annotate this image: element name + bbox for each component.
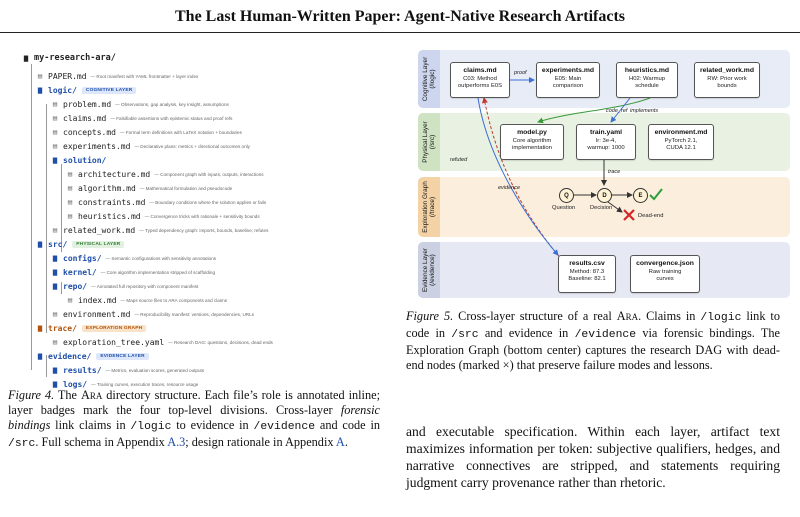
implements-arrow <box>610 97 631 123</box>
proof-label: proof <box>514 70 527 76</box>
tree-dir-results: ▆ results/ — Metrics, evaluation scores,… <box>52 365 205 375</box>
file-icon: ▤ <box>52 114 58 122</box>
file-icon: ▤ <box>52 100 58 108</box>
check-icon <box>649 188 663 201</box>
implements-label: implements <box>630 108 659 114</box>
tree-connector <box>46 323 47 333</box>
code-ref-arrow <box>537 97 651 124</box>
tree-connector <box>61 164 62 252</box>
dead-end-label: Dead-end <box>638 213 664 219</box>
figure-4-caption: Figure 4. The Ara directory structure. E… <box>8 388 381 450</box>
d-to-deadend-arrow <box>607 201 623 213</box>
tree-dir-src: ▆ src/ PHYSICAL LAYER <box>36 238 125 250</box>
evidence-arrow <box>477 97 559 256</box>
physical-layer-badge: PHYSICAL LAYER <box>72 240 125 248</box>
tree-item-index: ▤ index.md — Maps source files to ARA co… <box>67 295 228 305</box>
trace-node-decision: D <box>597 188 612 203</box>
tree-connector <box>46 355 47 377</box>
tree-item-problem: ▤ problem.md — Observations, gap analysi… <box>52 99 229 109</box>
tree-item-algorithm: ▤ algorithm.md — Mathematical formulatio… <box>67 183 233 193</box>
tree-item-experiments: ▤ experiments.md — Declarative plans: me… <box>52 141 250 151</box>
tree-connector <box>46 104 47 278</box>
page-title: The Last Human-Written Paper: Agent-Nati… <box>175 8 625 25</box>
refuted-label: refuted <box>450 157 468 163</box>
cognitive-layer-badge: COGNITIVE LAYER <box>81 86 137 94</box>
lane-exploration: Exploration Graph(/trace) <box>418 177 790 237</box>
file-icon: ▤ <box>52 310 58 318</box>
file-icon: ▤ <box>52 142 58 150</box>
folder-icon: ▆ <box>37 352 43 360</box>
trace-node-e: E <box>633 188 648 203</box>
tree-item-constraints: ▤ constraints.md — Boundary conditions w… <box>67 197 267 207</box>
folder-icon: ▆ <box>23 54 29 62</box>
node-environment: environment.md PyTorch 2.1,CUDA 12.1 <box>648 124 714 160</box>
node-train: train.yaml lr: 3e-4,warmup: 1000 <box>576 124 636 160</box>
tree-connector <box>61 282 62 294</box>
file-icon: ▤ <box>67 170 73 178</box>
evidence-layer-badge: EVIDENCE LAYER <box>96 352 149 360</box>
folder-icon: ▆ <box>52 268 58 276</box>
tree-dir-kernel: ▆ kernel/ — Core algorithm implementatio… <box>52 267 216 277</box>
tree-item-architecture: ▤ architecture.md — Component graph with… <box>67 169 264 179</box>
question-label: Question <box>552 205 576 211</box>
tree-connector <box>46 249 47 327</box>
file-icon: ▤ <box>67 198 73 206</box>
folder-icon: ▆ <box>52 366 58 374</box>
folder-icon: ▆ <box>52 254 58 262</box>
file-icon: ▤ <box>67 212 73 220</box>
trace-node-question: Q <box>559 188 574 203</box>
file-icon: ▤ <box>52 338 58 346</box>
refuted-arrow <box>482 97 563 261</box>
tree-dir-repo: ▆ repo/ — Annotated full repository with… <box>52 281 199 291</box>
tree-item-related-work: ▤ related_work.md — Typed dependency gra… <box>52 225 269 235</box>
folder-icon: ▆ <box>52 156 58 164</box>
tree-root: ▆ my-research-ara/ <box>23 53 116 63</box>
tree-dir-configs: ▆ configs/ — Semantic configurations wit… <box>52 253 217 263</box>
tree-item-heuristics: ▤ heuristics.md — Convergence tricks wit… <box>67 211 260 221</box>
folder-icon: ▆ <box>52 282 58 290</box>
dead-end-cross-icon <box>623 209 635 221</box>
tree-dir-logs: ▆ logs/ — Training curves, execution tra… <box>52 379 199 389</box>
code-ref-label: code_ref <box>606 108 628 114</box>
tree-dir-evidence: ▆ evidence/ EVIDENCE LAYER <box>36 350 149 362</box>
tree-item-concepts: ▤ concepts.md — Formal term definitions … <box>52 127 242 137</box>
figure-5-caption: Figure 5. Cross-layer structure of a rea… <box>406 309 780 372</box>
tree-dir-logic: ▆ logic/ COGNITIVE LAYER <box>36 84 137 96</box>
tree-item-claims: ▤ claims.md — Falsifiable assertions wit… <box>52 113 233 123</box>
diagram-arrows <box>477 77 663 261</box>
trace-label: trace <box>608 169 621 175</box>
tree-item-paper: ▤ PAPER.md — Root manifest with YAML fro… <box>37 71 199 81</box>
title-rule <box>0 32 800 33</box>
folder-icon: ▆ <box>37 324 43 332</box>
file-icon: ▤ <box>67 296 73 304</box>
tree-item-exploration-tree: ▤ exploration_tree.yaml — Research DAG: … <box>52 337 273 347</box>
exploration-graph-badge: EXPLORATION GRAPH <box>81 324 147 332</box>
cross-layer-diagram: Cognitive Layer(/logic) Physical Layer(/… <box>418 50 790 300</box>
decision-label: Decision <box>590 205 613 211</box>
tree-dir-trace: ▆ trace/ EXPLORATION GRAPH <box>36 322 147 334</box>
directory-tree-figure: ▆ my-research-ara/ ▤ PAPER.md — Root man… <box>14 50 389 389</box>
file-icon: ▤ <box>67 184 73 192</box>
file-icon: ▤ <box>37 72 43 80</box>
folder-icon: ▆ <box>37 240 43 248</box>
body-paragraph: and executable specification. Within eac… <box>406 424 780 490</box>
folder-icon: ▆ <box>52 380 58 388</box>
file-icon: ▤ <box>52 128 58 136</box>
tree-dir-solution: ▆ solution/ <box>52 155 107 165</box>
file-icon: ▤ <box>52 226 58 234</box>
tree-connector <box>31 64 32 370</box>
folder-icon: ▆ <box>37 86 43 94</box>
evidence-label: evidence <box>498 185 521 191</box>
tree-item-environment: ▤ environment.md — Reproducibility manif… <box>52 309 254 319</box>
